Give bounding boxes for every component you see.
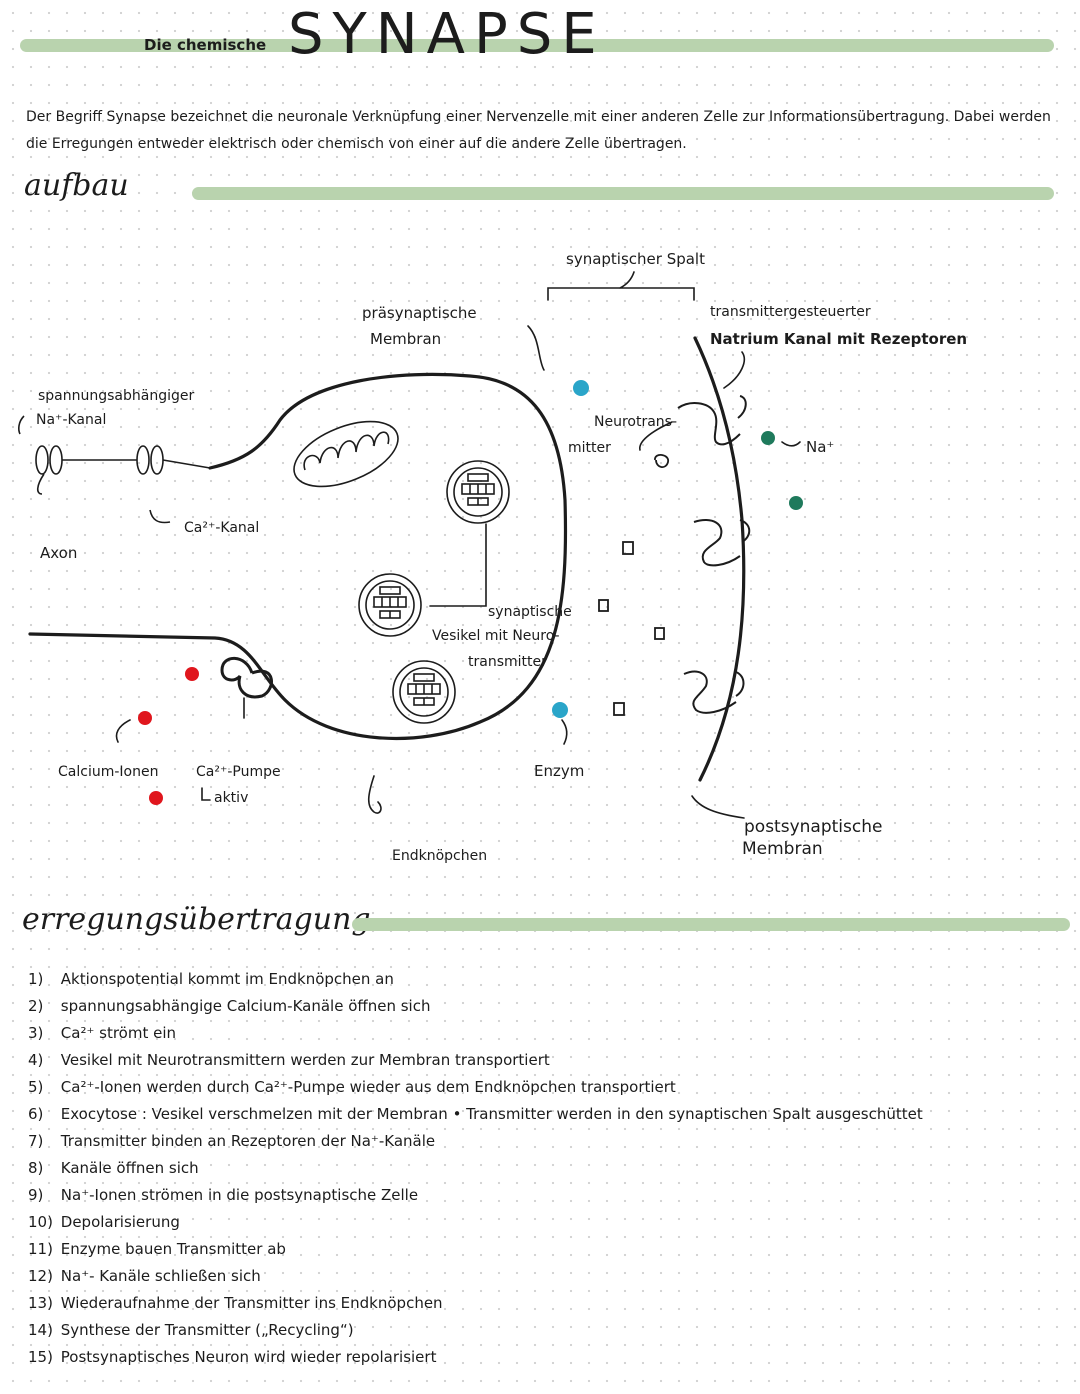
step-item: 5) Ca²⁺-Ionen werden durch Ca²⁺-Pumpe wi… (28, 1074, 923, 1101)
step-list: 1) Aktionspotential kommt im Endknöpchen… (28, 966, 923, 1371)
sodium-ion-dot (761, 431, 775, 445)
label-postsynaptic-2: Membran (742, 839, 823, 859)
neurotransmitter-dot (573, 380, 589, 396)
step-number: 2) (28, 997, 44, 1015)
calcium-pump-icon (220, 656, 273, 699)
step-item: 1) Aktionspotential kommt im Endknöpchen… (28, 966, 923, 993)
step-number: 13) (28, 1294, 53, 1312)
mitochondrion-icon (293, 420, 399, 488)
sodium-ion-dot (789, 496, 803, 510)
label-pump-active: aktiv (214, 790, 248, 806)
label-axon: Axon (40, 544, 77, 562)
step-number: 14) (28, 1321, 53, 1339)
step-text: Postsynaptisches Neuron wird wieder repo… (60, 1348, 437, 1366)
step-number: 15) (28, 1348, 53, 1366)
label-calcium-channel: Ca²⁺-Kanal (184, 520, 259, 536)
step-text: Kanäle öffnen sich (60, 1159, 199, 1177)
step-text: Aktionspotential kommt im Endknöpchen an (60, 970, 394, 988)
label-voltage-1: spannungsabhängiger (38, 388, 195, 404)
step-item: 14) Synthese der Transmitter („Recycling… (28, 1317, 923, 1344)
step-item: 11) Enzyme bauen Transmitter ab (28, 1236, 923, 1263)
section-heading-aufbau: aufbau (24, 168, 129, 203)
step-number: 7) (28, 1132, 44, 1150)
step-text: Enzyme bauen Transmitter ab (60, 1240, 286, 1258)
label-sodium: Na⁺ (806, 438, 834, 456)
step-item: 15) Postsynaptisches Neuron wird wieder … (28, 1344, 923, 1371)
label-vesicle-3: transmitter (468, 654, 547, 670)
step-item: 3) Ca²⁺ strömt ein (28, 1020, 923, 1047)
step-text: Synthese der Transmitter („Recycling“) (60, 1321, 354, 1339)
step-text: Ca²⁺ strömt ein (60, 1024, 177, 1042)
aufbau-highlight (192, 187, 1054, 200)
label-calcium-ions: Calcium-Ionen (58, 764, 158, 780)
section-heading-erregung: erregungsübertragung (22, 902, 371, 937)
step-text: Na⁺- Kanäle schließen sich (60, 1267, 261, 1285)
step-item: 6) Exocytose : Vesikel verschmelzen mit … (28, 1101, 923, 1128)
step-number: 3) (28, 1024, 44, 1042)
step-item: 10) Depolarisierung (28, 1209, 923, 1236)
label-enzyme: Enzym (534, 762, 584, 780)
label-voltage-2: Na⁺-Kanal (36, 412, 106, 428)
step-item: 13) Wiederaufnahme der Transmitter ins E… (28, 1290, 923, 1317)
step-number: 8) (28, 1159, 44, 1177)
step-text: spannungsabhängige Calcium-Kanäle öffnen… (60, 997, 431, 1015)
receptor-icon (677, 395, 751, 714)
label-postsynaptic-1: postsynaptische (744, 817, 882, 837)
synapse-diagram: synaptischer Spalt präsynaptische Membra… (18, 250, 967, 864)
step-text: Transmitter binden an Rezeptoren der Na⁺… (60, 1132, 436, 1150)
step-item: 2) spannungsabhängige Calcium-Kanäle öff… (28, 993, 923, 1020)
step-number: 6) (28, 1105, 44, 1123)
step-number: 1) (28, 970, 44, 988)
calcium-ion-dot (185, 667, 199, 681)
label-presynaptic-2: Membran (370, 330, 441, 348)
intro-paragraph: Der Begriff Synapse bezeichnet die neuro… (26, 109, 1051, 152)
label-terminal-button: Endknöpchen (392, 848, 487, 864)
step-text: Na⁺-Ionen strömen in die postsynaptische… (60, 1186, 419, 1204)
synaptic-vesicle (358, 573, 422, 637)
neurotransmitter-icon (613, 702, 625, 716)
step-number: 5) (28, 1078, 44, 1096)
label-transmitter-2: Natrium Kanal mit Rezeptoren (710, 330, 967, 348)
label-vesicle-2: Vesikel mit Neuro- (432, 628, 560, 644)
enzyme-dot (552, 702, 568, 718)
label-neurotransmitter-2: mitter (568, 440, 611, 456)
title-highlight (20, 39, 1054, 52)
neurotransmitter-icon (654, 454, 669, 468)
label-synaptic-cleft: synaptischer Spalt (566, 250, 705, 268)
synaptic-vesicle (446, 460, 510, 524)
step-number: 4) (28, 1051, 44, 1069)
step-text: Depolarisierung (60, 1213, 180, 1231)
page-title: SYNAPSE (288, 2, 606, 67)
neurotransmitter-icon (654, 627, 665, 640)
step-item: 4) Vesikel mit Neurotransmittern werden … (28, 1047, 923, 1074)
step-item: 7) Transmitter binden an Rezeptoren der … (28, 1128, 923, 1155)
step-text: Wiederaufnahme der Transmitter ins Endkn… (60, 1294, 443, 1312)
synaptic-vesicle (392, 660, 456, 724)
calcium-ion-dot (138, 711, 152, 725)
presynaptic-terminal (28, 372, 568, 741)
step-item: 8) Kanäle öffnen sich (28, 1155, 923, 1182)
voltage-gated-channel-icon (18, 415, 211, 524)
step-text: Exocytose : Vesikel verschmelzen mit der… (60, 1105, 923, 1123)
label-neurotransmitter-1: Neurotrans- (594, 414, 677, 430)
label-transmitter-1: transmittergesteuerter (710, 304, 871, 320)
step-item: 9) Na⁺-Ionen strömen in die postsynaptis… (28, 1182, 923, 1209)
calcium-ion-dot (149, 791, 163, 805)
step-text: Ca²⁺-Ionen werden durch Ca²⁺-Pumpe wiede… (60, 1078, 676, 1096)
step-number: 11) (28, 1240, 53, 1258)
step-number: 12) (28, 1267, 53, 1285)
label-vesicle-1: synaptische (488, 604, 572, 620)
step-number: 9) (28, 1186, 44, 1204)
step-item: 12) Na⁺- Kanäle schließen sich (28, 1263, 923, 1290)
neurotransmitter-icon (622, 541, 634, 555)
postsynaptic-membrane (693, 336, 746, 782)
label-calcium-pump: Ca²⁺-Pumpe (196, 764, 281, 780)
step-text: Vesikel mit Neurotransmittern werden zur… (60, 1051, 550, 1069)
page-subtitle: Die chemische (144, 36, 267, 54)
label-presynaptic-1: präsynaptische (362, 304, 477, 322)
step-number: 10) (28, 1213, 53, 1231)
neurotransmitter-icon (598, 599, 609, 612)
erregung-highlight (352, 918, 1070, 931)
